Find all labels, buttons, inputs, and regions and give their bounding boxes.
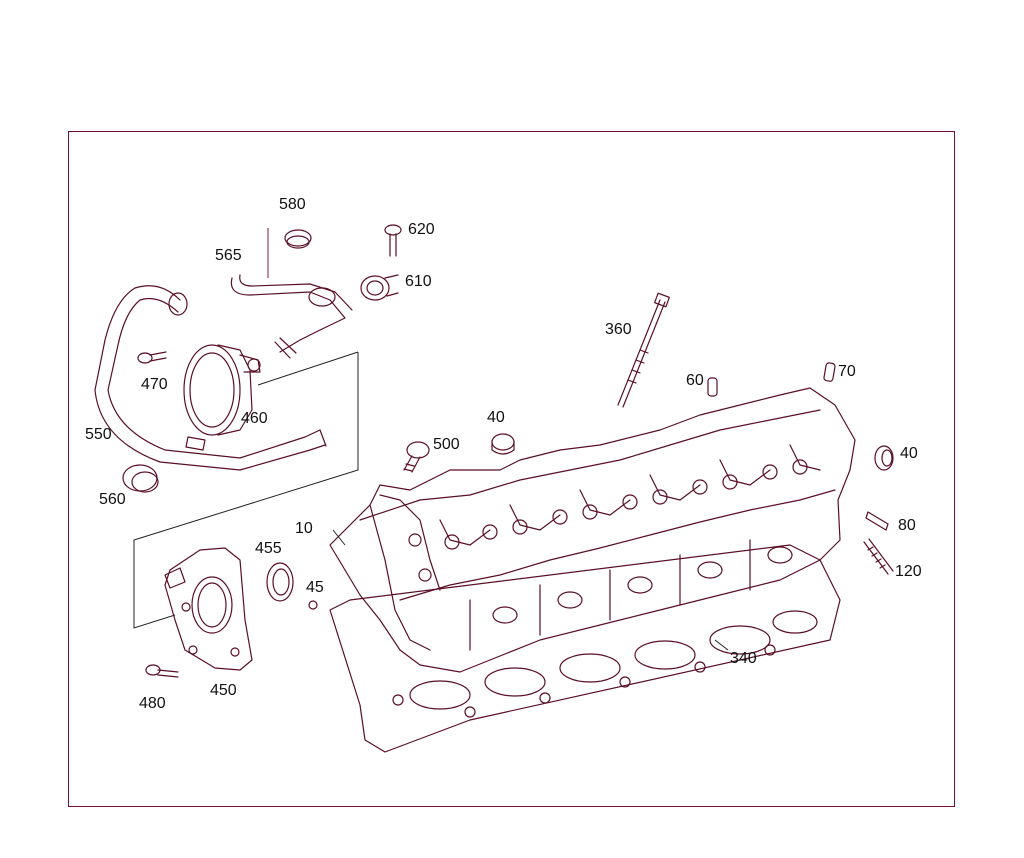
seal-ring-45 [308, 600, 318, 610]
label-340: 340 [730, 650, 757, 667]
label-500: 500 [433, 436, 460, 453]
bolt-470 [137, 351, 167, 364]
label-10: 10 [295, 520, 313, 537]
label-550: 550 [85, 426, 112, 443]
head-bolt [617, 292, 670, 408]
clip-610 [360, 274, 399, 301]
hose-550 [94, 285, 327, 471]
label-45: 45 [306, 579, 324, 596]
cap-560 [122, 464, 159, 493]
label-610: 610 [405, 273, 432, 290]
plug-40-left [491, 433, 515, 455]
stud-120 [863, 538, 894, 575]
leader-340 [714, 639, 729, 651]
leader-10 [332, 529, 346, 546]
seal-455 [266, 562, 294, 602]
label-455: 455 [255, 540, 282, 557]
group-bracket-top [257, 351, 359, 386]
label-565: 565 [215, 247, 242, 264]
label-470: 470 [141, 376, 168, 393]
label-560: 560 [99, 491, 126, 508]
plug-40-right [874, 445, 894, 471]
dowel-pin-60 [707, 377, 718, 397]
oil-separator-460 [183, 344, 261, 436]
vacuum-pump-450 [164, 547, 253, 671]
cylinder-head [329, 387, 856, 673]
group-bracket [133, 352, 359, 629]
label-80: 80 [898, 517, 916, 534]
bolt-480 [145, 664, 179, 678]
label-70: 70 [838, 363, 856, 380]
diagram-frame [68, 131, 955, 807]
bolt-500 [403, 441, 430, 473]
label-480: 480 [139, 695, 166, 712]
pin-80 [865, 511, 889, 531]
label-60: 60 [686, 372, 704, 389]
label-360: 360 [605, 321, 632, 338]
dowel-pin-70 [823, 362, 836, 382]
cylinder-head-gasket [329, 544, 841, 753]
label-120: 120 [895, 563, 922, 580]
hose-565 [230, 274, 353, 359]
screw-620 [384, 224, 402, 257]
label-460: 460 [241, 410, 268, 427]
label-580: 580 [279, 196, 306, 213]
label-620: 620 [408, 221, 435, 238]
label-40-right: 40 [900, 445, 918, 462]
label-40-left: 40 [487, 409, 505, 426]
clamp-580 [284, 229, 312, 249]
label-450: 450 [210, 682, 237, 699]
